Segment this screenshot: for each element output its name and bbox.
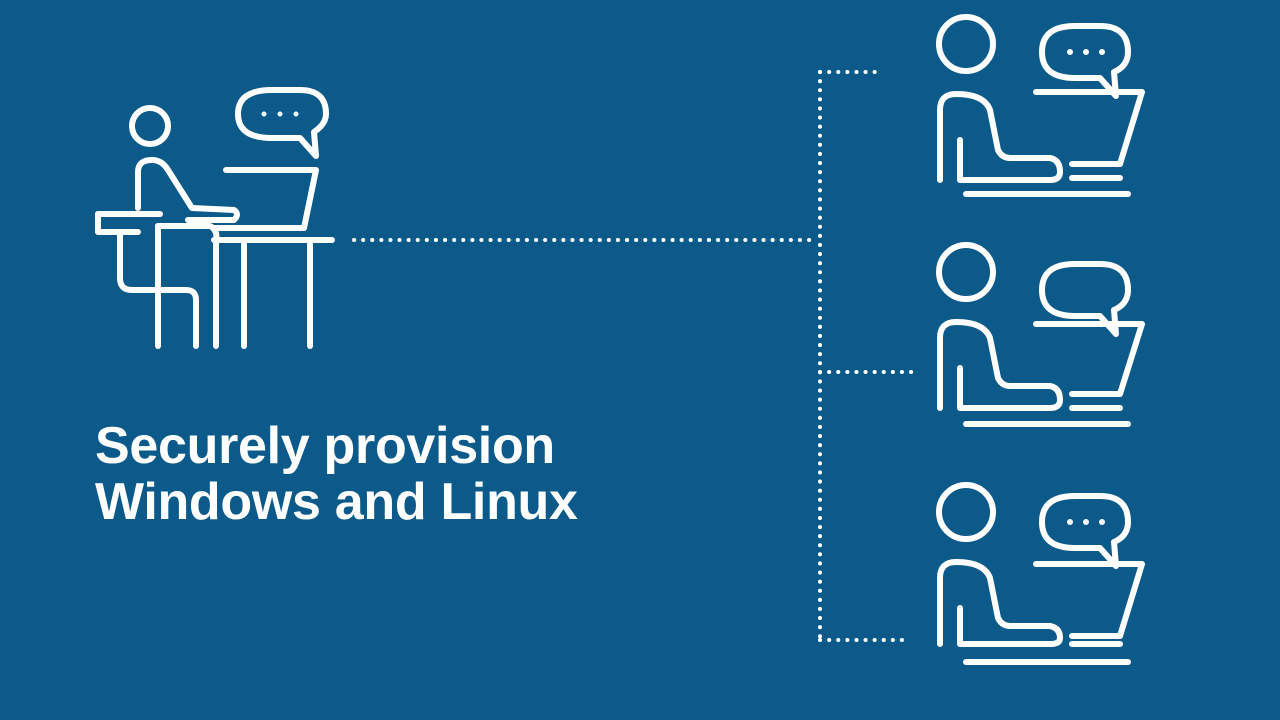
- user-1-chat-bubble-icon: [1039, 23, 1131, 99]
- admin-chat-bubble-icon: [235, 87, 329, 159]
- user-at-laptop-icon-2: [936, 242, 1145, 427]
- user-2-chat-bubble-icon: [1039, 261, 1131, 337]
- user-3-chat-bubble-icon: [1039, 493, 1131, 569]
- user-at-laptop-icon-3: [936, 482, 1145, 665]
- connector-lines: [352, 70, 914, 642]
- headline-line-2: Windows and Linux: [95, 473, 578, 531]
- admin-at-desk-with-laptop-icon: [95, 87, 335, 349]
- headline-line-1: Securely provision: [95, 417, 555, 475]
- user-at-laptop-icon-1: [936, 14, 1145, 197]
- headline: Securely provision Windows and Linux: [95, 418, 578, 530]
